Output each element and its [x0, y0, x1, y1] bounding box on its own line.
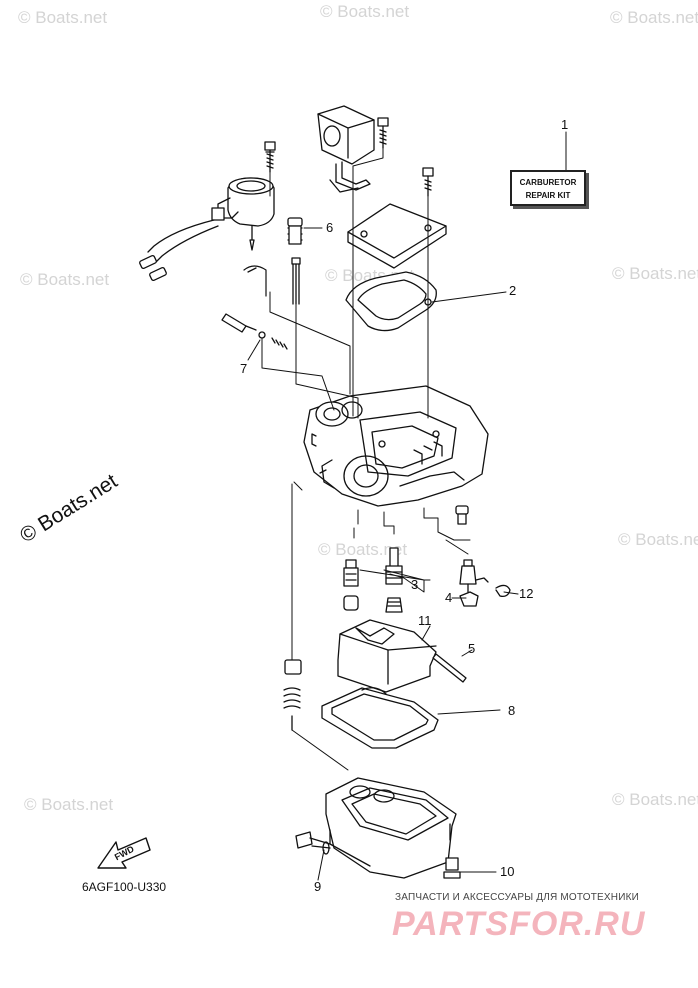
diagram-code: 6AGF100-U330 [82, 880, 167, 894]
callout-3: 3 [411, 577, 419, 592]
leader-spring-chamber [291, 729, 349, 771]
needle-valve [459, 559, 489, 607]
watermark: © Boats.net [610, 8, 698, 27]
float [337, 619, 437, 693]
float-spring [283, 659, 302, 731]
throttle-bracket [317, 105, 375, 193]
float-chamber [325, 777, 457, 879]
screw-cover [422, 167, 434, 197]
site-brand-logo[interactable]: PARTSFOR.RU [392, 905, 646, 943]
callout-11: 11 [418, 613, 432, 628]
watermark: © Boats.net [612, 790, 698, 809]
callout-9: 9 [314, 879, 322, 894]
watermark: © Boats.net [618, 530, 698, 549]
kit-label-line1: CARBURETOR [519, 178, 577, 187]
watermark: © Boats.net [320, 2, 410, 21]
callout-8: 8 [508, 703, 516, 718]
gasket-cover [345, 271, 437, 332]
watermark: © Boats.net [18, 8, 108, 27]
solenoid-assembly [139, 177, 275, 297]
bracket-lines-lower [291, 483, 471, 661]
cover-plate [347, 203, 447, 269]
watermark: © Boats.net [612, 264, 698, 283]
kit-label-line2: REPAIR KIT [525, 191, 571, 200]
screw-top-left [264, 141, 276, 173]
watermark: © Boats.net [318, 540, 408, 559]
callout-12: 12 [519, 586, 534, 601]
callout-4: 4 [445, 590, 453, 605]
callout-2: 2 [509, 283, 517, 298]
bolt-chamber [443, 857, 461, 879]
carburetor-body [303, 385, 489, 507]
callout-7: 7 [240, 361, 248, 376]
fwd-arrow-icon [97, 837, 151, 869]
assembly-leader-lines [261, 147, 429, 491]
needle-jet [287, 217, 303, 305]
watermark: © Boats.net [20, 270, 110, 289]
screw-bracket [377, 117, 389, 149]
pilot-screw [221, 313, 288, 350]
callout-5: 5 [468, 641, 476, 656]
callout-6: 6 [326, 220, 334, 235]
float-pin [432, 653, 467, 683]
callout-1: 1 [561, 117, 569, 132]
bolt-float-chamber-side [455, 505, 469, 525]
callout-leaders [247, 131, 567, 881]
callout-10: 10 [500, 864, 515, 879]
watermark: © Boats.net [24, 795, 114, 814]
main-nozzle [385, 547, 403, 613]
drain-screw [295, 831, 331, 855]
gasket-float-chamber [321, 687, 439, 749]
site-subtitle: ЗАПЧАСТИ И АКСЕССУАРЫ ДЛЯ МОТОТЕХНИКИ [395, 892, 640, 903]
main-jet-left [343, 559, 359, 611]
carburetor-repair-kit-label: CARBURETOR REPAIR KIT [510, 170, 586, 206]
clip [495, 584, 511, 598]
